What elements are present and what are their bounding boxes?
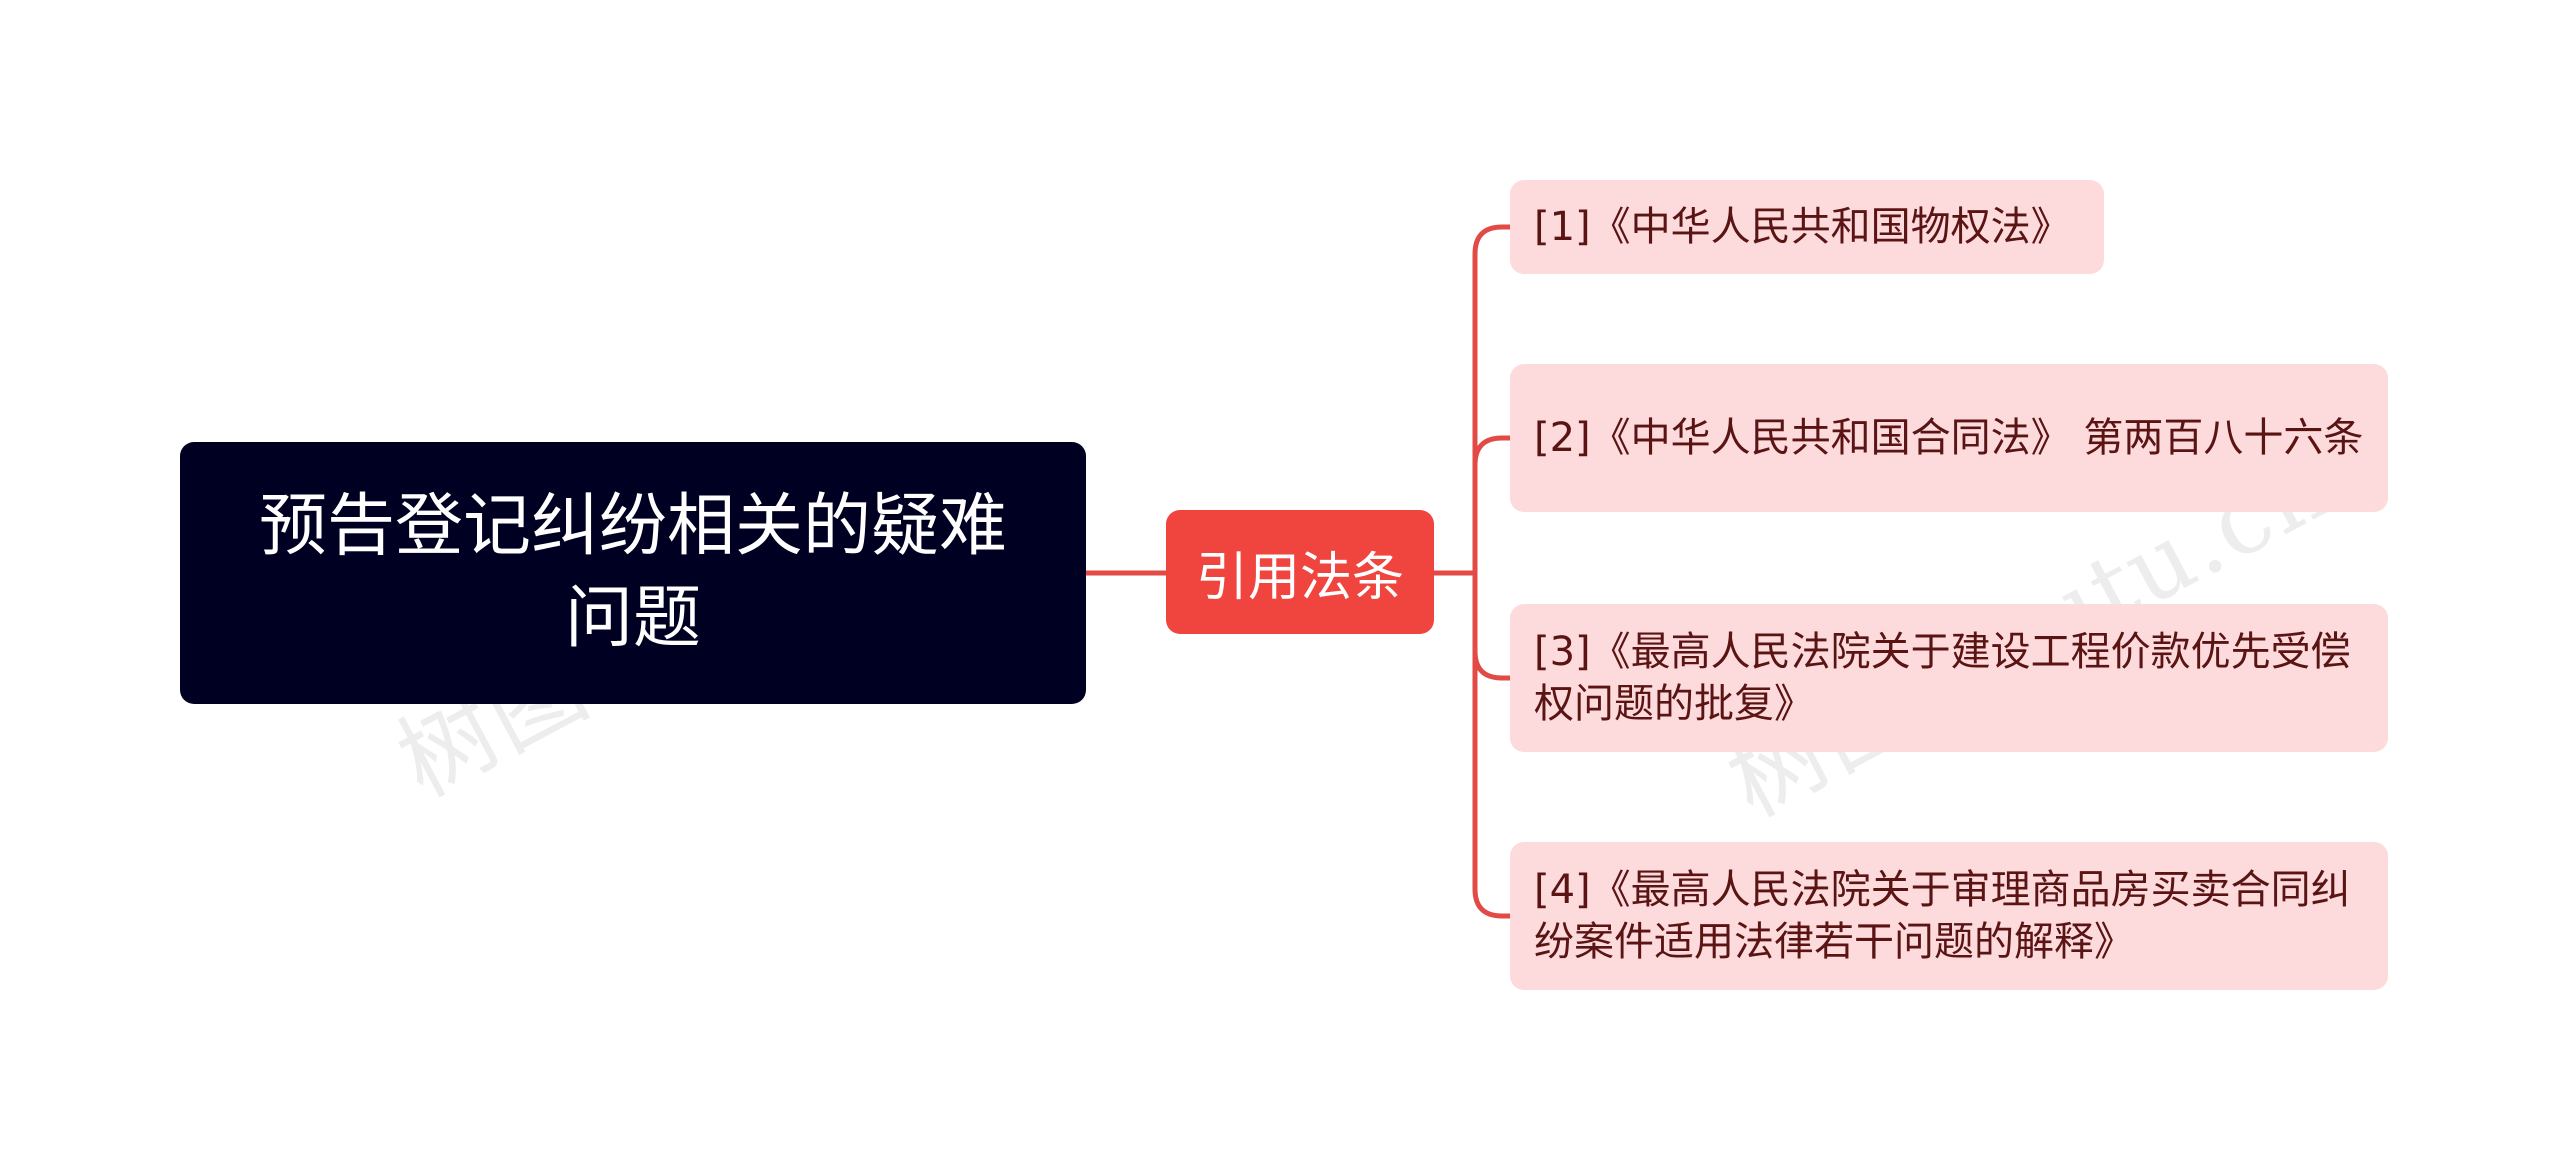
leaf-node-label: [4]《最高人民法院关于审理商品房买卖合同纠纷案件适用法律若干问题的解释》 [1534,867,2351,965]
leaf-node-2[interactable]: [2]《中华人民共和国合同法》 第两百八十六条 [1510,364,2388,512]
branch-node-label: 引用法条 [1195,547,1404,608]
leaf-node-label: [3]《最高人民法院关于建设工程价款优先受偿权问题的批复》 [1534,629,2351,727]
leaf-node-1[interactable]: [1]《中华人民共和国物权法》 [1510,180,2104,274]
leaf-connector-1 [1472,224,1510,573]
leaf-node-3[interactable]: [3]《最高人民法院关于建设工程价款优先受偿权问题的批复》 [1510,604,2388,752]
leaf-node-label: [2]《中华人民共和国合同法》 第两百八十六条 [1534,415,2364,461]
root-node[interactable]: 预告登记纠纷相关的疑难问题 [180,442,1086,704]
leaf-connector-4 [1472,573,1510,919]
branch-node[interactable]: 引用法条 [1166,510,1434,634]
leaf-node-4[interactable]: [4]《最高人民法院关于审理商品房买卖合同纠纷案件适用法律若干问题的解释》 [1510,842,2388,990]
root-node-label: 预告登记纠纷相关的疑难问题 [258,487,1007,658]
leaf-connector-2 [1472,435,1510,573]
leaf-connector-3 [1472,573,1510,681]
leaf-node-label: [1]《中华人民共和国物权法》 [1534,204,2071,250]
